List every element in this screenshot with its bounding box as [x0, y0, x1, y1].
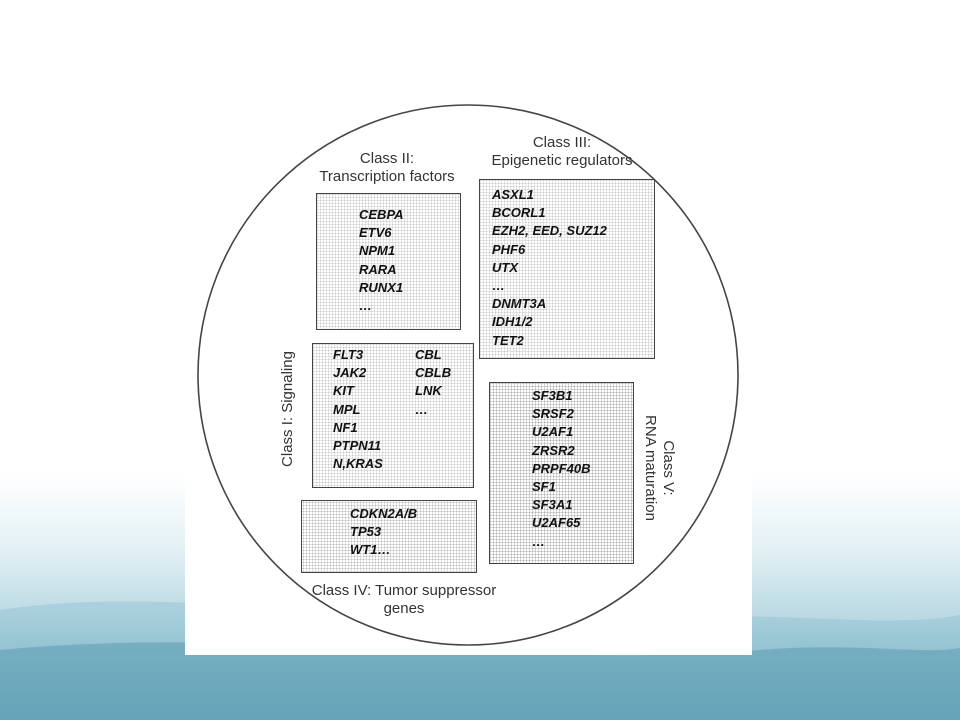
class5-box: SF3B1 SRSF2 U2AF1 ZRSR2 PRPF40B SF1 SF3A… [489, 382, 634, 564]
class5-title: Class V: RNA maturation [641, 393, 677, 543]
class1-box: FLT3 JAK2 KIT MPL NF1 PTPN11 N,KRAS CBL … [312, 343, 474, 488]
gene-item: N,KRAS [333, 456, 383, 472]
gene-item: TP53 [350, 524, 382, 540]
gene-item: NF1 [333, 419, 358, 435]
gene-item: U2AF65 [532, 515, 581, 531]
gene-item: SRSF2 [532, 406, 574, 422]
gene-item: PRPF40B [532, 460, 591, 476]
gene-item: UTX [492, 259, 518, 275]
classification-figure: Class II: Transcription factors CEBPA ET… [185, 88, 752, 655]
gene-item: WT1… [350, 542, 391, 558]
gene-item: U2AF1 [532, 424, 574, 440]
gene-item: … [415, 401, 428, 417]
gene-item: … [532, 533, 545, 549]
gene-item: CEBPA [359, 207, 404, 222]
gene-item: CBLB [415, 365, 452, 381]
class3-title: Class III: Epigenetic regulators [472, 134, 652, 170]
class3-box: ASXL1 BCORL1 EZH2, EED, SUZ12 PHF6 UTX …… [479, 179, 655, 359]
class4-title-line2: genes [383, 600, 425, 617]
class4-gene-list: CDKN2A/B TP53 WT1… [350, 505, 417, 560]
class3-title-line2: Epigenetic regulators [491, 152, 633, 169]
class2-title-line2: Transcription factors [319, 168, 455, 185]
gene-item: CDKN2A/B [350, 506, 418, 521]
class4-box: CDKN2A/B TP53 WT1… [301, 500, 477, 573]
class1-gene-list-col2: CBL CBLB LNK … [415, 346, 451, 419]
gene-item: PTPN11 [333, 438, 382, 454]
gene-item: NPM1 [359, 243, 396, 259]
gene-item: SF3B1 [532, 388, 573, 403]
outer-circle [197, 104, 739, 646]
gene-item: EZH2, EED, SUZ12 [492, 223, 607, 239]
gene-item: JAK2 [333, 365, 367, 381]
gene-item: ZRSR2 [532, 442, 575, 458]
gene-item: RUNX1 [359, 279, 404, 295]
gene-item: DNMT3A [492, 296, 547, 312]
gene-item: … [359, 298, 372, 314]
gene-item: TET2 [492, 332, 524, 348]
gene-item: CBL [415, 347, 442, 362]
class2-title: Class II: Transcription factors [297, 150, 477, 186]
class5-title-line1: Class V: [660, 440, 677, 496]
gene-item: FLT3 [333, 347, 364, 362]
gene-item: KIT [333, 383, 354, 399]
class3-gene-list: ASXL1 BCORL1 EZH2, EED, SUZ12 PHF6 UTX …… [492, 186, 607, 350]
class3-title-line1: Class III: [532, 134, 592, 151]
class5-title-line2: RNA maturation [642, 415, 659, 521]
class1-title: Class I: Signaling [279, 351, 296, 467]
class2-box: CEBPA ETV6 NPM1 RARA RUNX1 … [316, 193, 461, 330]
gene-item: PHF6 [492, 241, 526, 257]
class1-gene-list-col1: FLT3 JAK2 KIT MPL NF1 PTPN11 N,KRAS [333, 346, 383, 473]
class2-gene-list: CEBPA ETV6 NPM1 RARA RUNX1 … [359, 206, 404, 315]
gene-item: LNK [415, 383, 442, 399]
class5-gene-list: SF3B1 SRSF2 U2AF1 ZRSR2 PRPF40B SF1 SF3A… [532, 387, 591, 551]
gene-item: IDH1/2 [492, 314, 533, 330]
gene-item: SF1 [532, 479, 556, 495]
class4-title: Class IV: Tumor suppressor genes [299, 582, 509, 618]
gene-item: … [492, 278, 505, 294]
class2-title-line1: Class II: [359, 150, 415, 167]
gene-item: SF3A1 [532, 497, 573, 513]
gene-item: ASXL1 [492, 187, 534, 202]
class4-title-line1: Class IV: Tumor suppressor [311, 582, 497, 599]
gene-item: BCORL1 [492, 205, 546, 221]
gene-item: MPL [333, 401, 361, 417]
gene-item: RARA [359, 261, 397, 277]
gene-item: ETV6 [359, 225, 392, 241]
